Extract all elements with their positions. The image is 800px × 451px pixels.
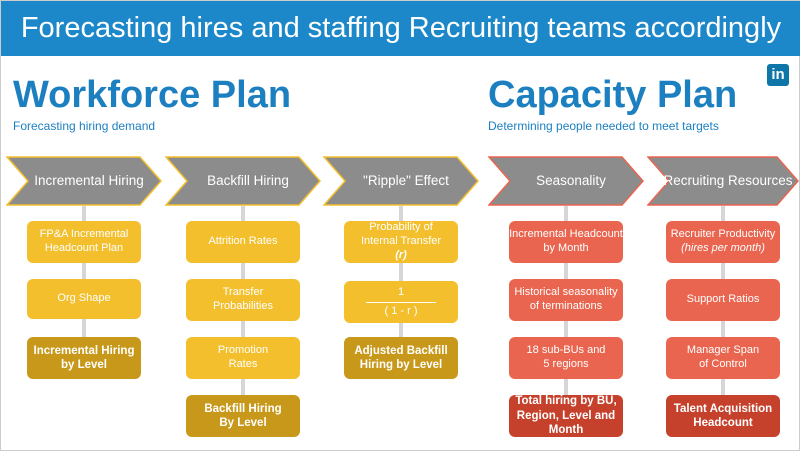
box-text-line: Probabilities: [213, 300, 273, 312]
output-box: Incremental Hiring by Level: [27, 337, 141, 379]
chevron-step: Backfill Hiring: [165, 156, 321, 206]
box-text-line: Hiring by Level: [359, 359, 443, 371]
box-text-line: Promotion: [217, 344, 269, 357]
box-text-line: Backfill Hiring: [204, 402, 282, 415]
input-box: 1( 1 - r ): [344, 281, 458, 323]
box-text-line: Internal Transfer: [360, 235, 442, 248]
box-text-line: Historical seasonality: [514, 286, 618, 299]
box-text-line: Rates: [228, 358, 258, 370]
box-text-line: Adjusted Backfill: [354, 344, 448, 357]
box-text-line: By Level: [219, 417, 267, 429]
box-text-line: Attrition Rates: [208, 235, 278, 248]
box-text-line: 5 regions: [543, 358, 589, 370]
input-box: Org Shape: [27, 279, 141, 319]
box-text-line: 1: [366, 286, 436, 303]
chevron-step: Seasonality: [488, 156, 644, 206]
linkedin-logo-icon: in: [767, 64, 789, 86]
box-text-line: Probability of: [369, 221, 433, 234]
box-text-line: Total hiring by BU,: [515, 395, 617, 408]
box-text-line: (r): [395, 248, 407, 261]
box-text-line: Talent Acquisition: [673, 402, 773, 415]
workforce-plan-subtitle: Forecasting hiring demand: [13, 119, 156, 133]
box-text-line: Recruiter Productivity: [670, 228, 776, 241]
capacity-plan-subtitle: Determining people needed to meet target…: [488, 119, 719, 133]
chevron-step: "Ripple" Effect: [323, 156, 479, 206]
box-text-line: Month: [548, 424, 584, 437]
box-text-line: Org Shape: [57, 292, 111, 305]
box-text-line: by Month: [543, 242, 589, 254]
box-text-line: Headcount Plan: [44, 242, 124, 254]
box-text-line: FP&A Incremental: [39, 228, 129, 241]
chevron-label: "Ripple" Effect: [363, 173, 449, 188]
workforce-plan-title: Workforce Plan: [13, 74, 292, 116]
input-box: Recruiter Productivity(hires per month): [666, 221, 780, 263]
box-text-line: 18 sub-BUs and: [526, 344, 606, 357]
box-text-line: Headcount: [693, 417, 753, 429]
box-text-line: Transfer: [222, 286, 264, 299]
chevron-label: Seasonality: [536, 173, 606, 188]
header-banner: Forecasting hires and staffing Recruitin…: [1, 1, 800, 56]
chevron-label: Backfill Hiring: [207, 173, 289, 188]
chevron-label: Recruiting Resources: [663, 173, 793, 188]
box-text-line: Support Ratios: [686, 293, 760, 306]
input-box: Support Ratios: [666, 279, 780, 321]
box-text-line: Incremental Headcount: [509, 228, 623, 241]
capacity-plan-title: Capacity Plan: [488, 74, 738, 116]
chevron-step: Incremental Hiring: [6, 156, 162, 206]
box-text-line: Manager Span: [686, 344, 760, 357]
box-text-line: by Level: [60, 359, 108, 371]
box-text-line: of Control: [699, 358, 747, 370]
chevron-step: Recruiting Resources: [647, 156, 799, 206]
box-text-line: ( 1 - r ): [384, 304, 418, 317]
box-text-line: Region, Level and: [516, 409, 616, 422]
input-box: Attrition Rates: [186, 221, 300, 263]
output-box: Backfill Hiring By Level: [186, 395, 300, 437]
box-text-line: Incremental Hiring: [33, 344, 135, 357]
box-text-line: of terminations: [529, 300, 603, 312]
chevron-label: Incremental Hiring: [34, 173, 144, 188]
box-text-line: (hires per month): [681, 242, 765, 254]
